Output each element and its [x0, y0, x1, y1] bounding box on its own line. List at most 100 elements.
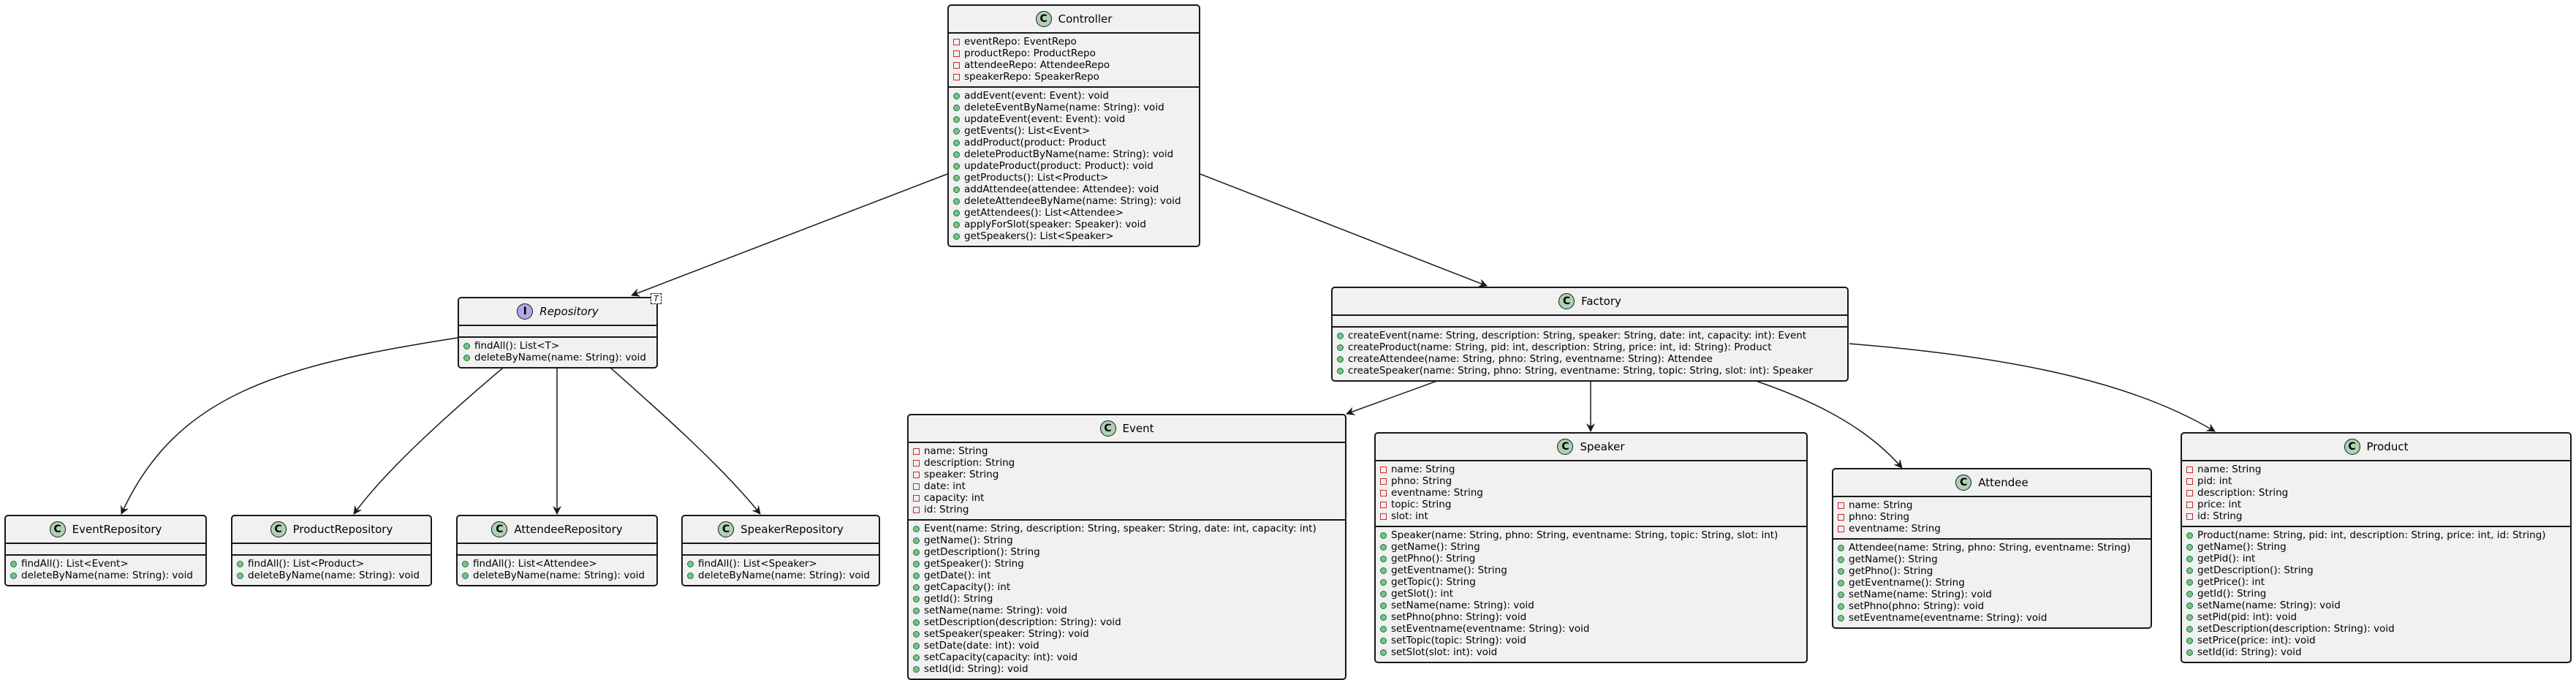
attribute-row[interactable]: speaker: String: [909, 469, 1345, 480]
attribute-row[interactable]: eventname: String: [1833, 523, 2151, 534]
attribute-row[interactable]: phno: String: [1833, 511, 2151, 523]
attribute-row[interactable]: name: String: [909, 445, 1345, 457]
method-row[interactable]: getSpeaker(): String: [909, 558, 1345, 570]
method-row[interactable]: getPhno(): String: [1833, 565, 2151, 577]
method-row[interactable]: getEventname(): String: [1833, 577, 2151, 589]
method-row[interactable]: setEventname(eventname: String): void: [1376, 623, 1806, 635]
attribute-row[interactable]: id: String: [909, 504, 1345, 515]
method-row[interactable]: getPhno(): String: [1376, 553, 1806, 564]
method-row[interactable]: Attendee(name: String, phno: String, eve…: [1833, 542, 2151, 554]
method-row[interactable]: getSlot(): int: [1376, 588, 1806, 600]
attribute-row[interactable]: description: String: [909, 457, 1345, 469]
method-row[interactable]: getCapacity(): int: [909, 581, 1345, 593]
method-row[interactable]: setDescription(description: String): voi…: [2182, 623, 2570, 635]
method-row[interactable]: setDate(date: int): void: [909, 640, 1345, 651]
method-row[interactable]: setSlot(slot: int): void: [1376, 646, 1806, 658]
method-row[interactable]: addAttendee(attendee: Attendee): void: [949, 184, 1199, 195]
method-row[interactable]: setPid(pid: int): void: [2182, 611, 2570, 623]
method-row[interactable]: deleteEventByName(name: String): void: [949, 102, 1199, 113]
attribute-row[interactable]: price: int: [2182, 499, 2570, 510]
method-row[interactable]: getPrice(): int: [2182, 576, 2570, 588]
method-row[interactable]: deleteByName(name: String): void: [459, 352, 656, 363]
method-row[interactable]: setPrice(price: int): void: [2182, 635, 2570, 646]
method-row[interactable]: setName(name: String): void: [909, 605, 1345, 616]
method-row[interactable]: deleteAttendeeByName(name: String): void: [949, 195, 1199, 207]
method-row[interactable]: findAll(): List<Attendee>: [458, 558, 656, 570]
method-row[interactable]: Speaker(name: String, phno: String, even…: [1376, 529, 1806, 541]
method-row[interactable]: setId(id: String): void: [909, 663, 1345, 675]
method-row[interactable]: findAll(): List<T>: [459, 340, 656, 352]
method-row[interactable]: updateProduct(product: Product): void: [949, 160, 1199, 172]
attribute-row[interactable]: productRepo: ProductRepo: [949, 48, 1199, 59]
method-row[interactable]: setId(id: String): void: [2182, 646, 2570, 658]
attribute-row[interactable]: name: String: [1376, 464, 1806, 475]
attribute-row[interactable]: eventname: String: [1376, 487, 1806, 499]
method-row[interactable]: setName(name: String): void: [1376, 600, 1806, 611]
attribute-row[interactable]: description: String: [2182, 487, 2570, 499]
method-row[interactable]: getPid(): int: [2182, 553, 2570, 564]
attribute-row[interactable]: date: int: [909, 480, 1345, 492]
attribute-row[interactable]: slot: int: [1376, 510, 1806, 522]
attribute-row[interactable]: id: String: [2182, 510, 2570, 522]
method-row[interactable]: setName(name: String): void: [1833, 589, 2151, 600]
method-row[interactable]: Event(name: String, description: String,…: [909, 523, 1345, 534]
attribute-row[interactable]: attendeeRepo: AttendeeRepo: [949, 59, 1199, 71]
attribute-row[interactable]: name: String: [2182, 464, 2570, 475]
method-row[interactable]: getTopic(): String: [1376, 576, 1806, 588]
method-row[interactable]: getDescription(): String: [2182, 564, 2570, 576]
attribute-row[interactable]: pid: int: [2182, 475, 2570, 487]
method-row[interactable]: setPhno(phno: String): void: [1376, 611, 1806, 623]
method-row[interactable]: setDescription(description: String): voi…: [909, 616, 1345, 628]
method-row[interactable]: getProducts(): List<Product>: [949, 172, 1199, 184]
method-row[interactable]: deleteByName(name: String): void: [6, 570, 205, 581]
method-row[interactable]: getDate(): int: [909, 570, 1345, 581]
method-row[interactable]: deleteByName(name: String): void: [232, 570, 431, 581]
method-row[interactable]: updateEvent(event: Event): void: [949, 113, 1199, 125]
method-row[interactable]: applyForSlot(speaker: Speaker): void: [949, 219, 1199, 230]
attribute-row[interactable]: phno: String: [1376, 475, 1806, 487]
attribute-row[interactable]: eventRepo: EventRepo: [949, 36, 1199, 48]
method-row[interactable]: findAll(): List<Speaker>: [683, 558, 879, 570]
method-row[interactable]: createEvent(name: String, description: S…: [1333, 330, 1847, 341]
method-row[interactable]: getName(): String: [1376, 541, 1806, 553]
method-row[interactable]: Product(name: String, pid: int, descript…: [2182, 529, 2570, 541]
method-row[interactable]: setSpeaker(speaker: String): void: [909, 628, 1345, 640]
method-row[interactable]: findAll(): List<Product>: [232, 558, 431, 570]
method-row[interactable]: getName(): String: [1833, 554, 2151, 565]
method-row[interactable]: setPhno(phno: String): void: [1833, 600, 2151, 612]
method-row[interactable]: getSpeakers(): List<Speaker>: [949, 230, 1199, 242]
method-row[interactable]: addEvent(event: Event): void: [949, 90, 1199, 102]
method-row[interactable]: getId(): String: [909, 593, 1345, 605]
method-row[interactable]: getId(): String: [2182, 588, 2570, 600]
method-row[interactable]: setEventname(eventname: String): void: [1833, 612, 2151, 624]
method-row[interactable]: getEventname(): String: [1376, 564, 1806, 576]
method-row[interactable]: getAttendees(): List<Attendee>: [949, 207, 1199, 219]
method-row[interactable]: getEvents(): List<Event>: [949, 125, 1199, 137]
method-row[interactable]: setCapacity(capacity: int): void: [909, 651, 1345, 663]
method-row[interactable]: getDescription(): String: [909, 546, 1345, 558]
method-row[interactable]: getName(): String: [2182, 541, 2570, 553]
method-row[interactable]: deleteByName(name: String): void: [683, 570, 879, 581]
method-row[interactable]: createAttendee(name: String, phno: Strin…: [1333, 353, 1847, 365]
method-row[interactable]: findAll(): List<Event>: [6, 558, 205, 570]
method-row[interactable]: deleteProductByName(name: String): void: [949, 148, 1199, 160]
method-row[interactable]: deleteByName(name: String): void: [458, 570, 656, 581]
method-row[interactable]: setTopic(topic: String): void: [1376, 635, 1806, 646]
attribute-row[interactable]: topic: String: [1376, 499, 1806, 510]
method-row[interactable]: addProduct(product: Product: [949, 137, 1199, 148]
attribute-row[interactable]: speakerRepo: SpeakerRepo: [949, 71, 1199, 83]
attribute-row[interactable]: name: String: [1833, 499, 2151, 511]
method-row[interactable]: getName(): String: [909, 534, 1345, 546]
method-row[interactable]: createSpeaker(name: String, phno: String…: [1333, 365, 1847, 377]
method-row[interactable]: createProduct(name: String, pid: int, de…: [1333, 341, 1847, 353]
